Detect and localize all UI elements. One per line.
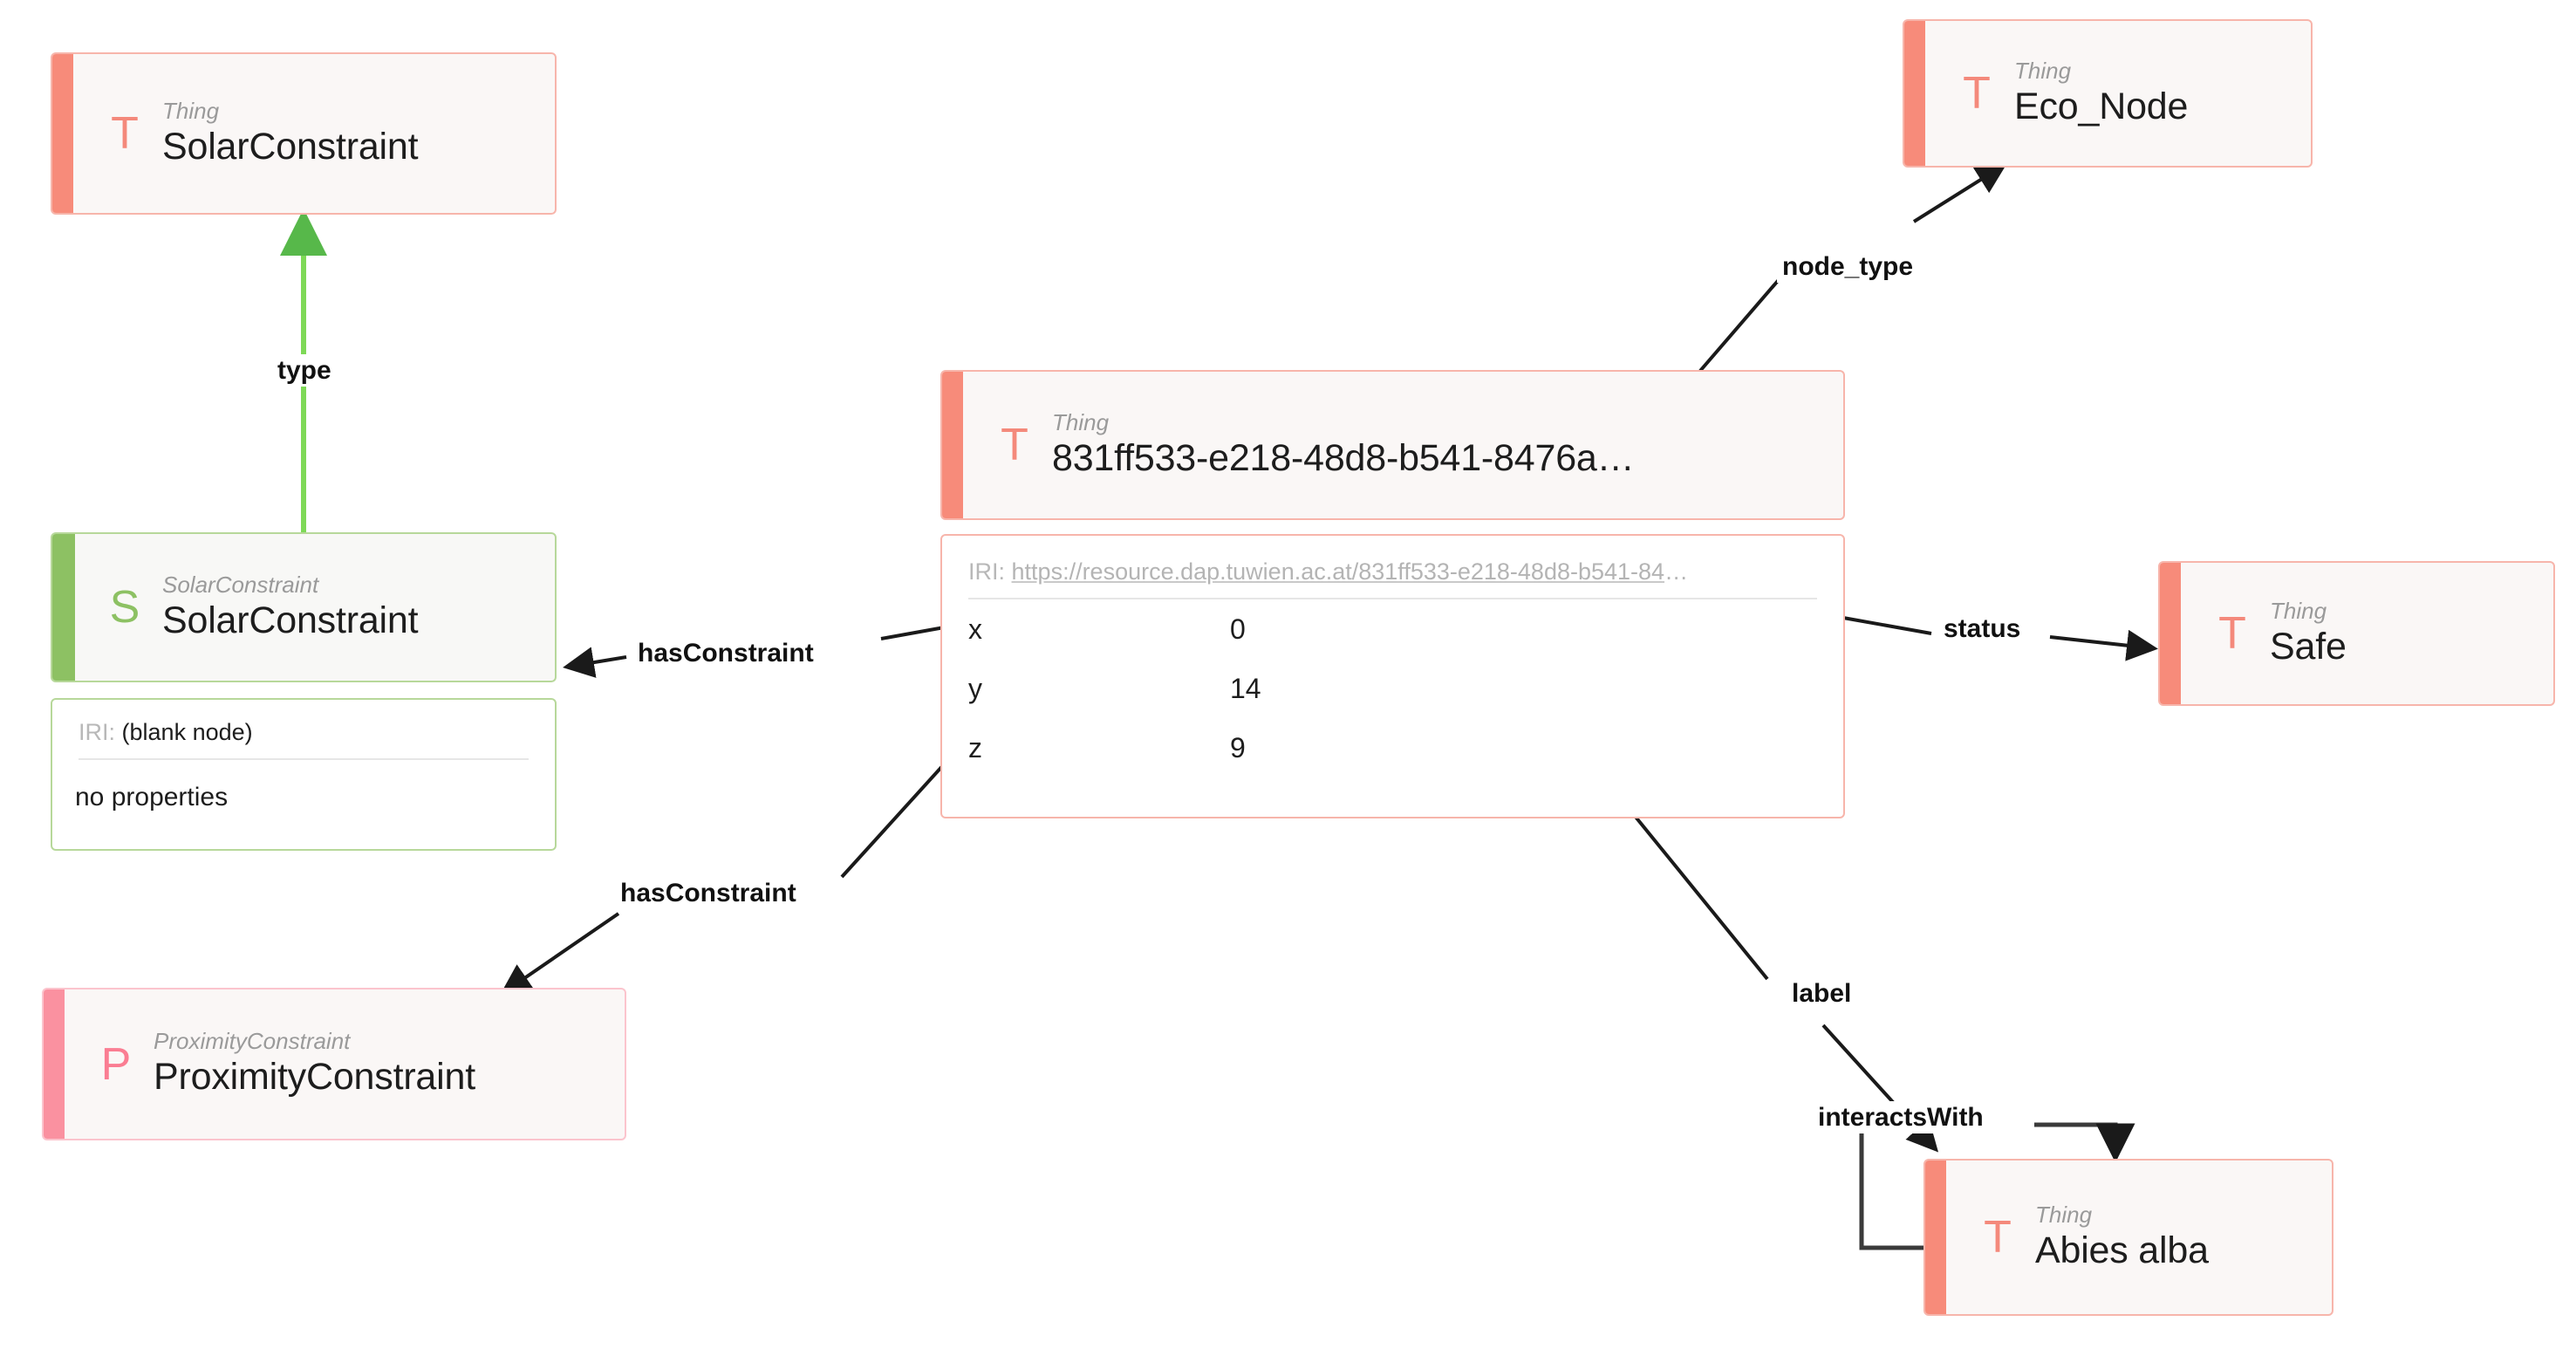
divider xyxy=(79,758,529,760)
node-abies-alba[interactable]: T Thing Abies alba xyxy=(1923,1159,2333,1316)
thing-badge-icon: T xyxy=(1984,1212,2012,1263)
node-header[interactable]: T Thing Eco_Node xyxy=(1903,19,2313,168)
edge-label-status[interactable]: status xyxy=(1938,613,2026,645)
iri-row: IRI: https://resource.dap.tuwien.ac.at/8… xyxy=(942,536,1843,585)
node-type-label: Thing xyxy=(2014,57,2072,84)
node-type-label: ProximityConstraint xyxy=(154,1028,351,1055)
table-row[interactable]: y 14 xyxy=(942,659,1843,718)
thing-badge-icon: T xyxy=(1001,420,1028,470)
node-accent-bar xyxy=(942,372,963,518)
node-accent-bar xyxy=(1904,21,1925,166)
property-value: 14 xyxy=(1230,673,1261,704)
node-header[interactable]: T Thing 831ff533-e218-48d8-b541-8476a… xyxy=(940,370,1845,520)
proximity-badge-icon: P xyxy=(100,1038,132,1090)
node-accent-bar xyxy=(2160,563,2181,704)
node-type-label: Thing xyxy=(1052,408,1110,435)
edge-label-interacts-with[interactable]: interactsWith xyxy=(1813,1101,1989,1133)
node-title: SolarConstraint xyxy=(162,599,419,641)
detail-box-solarconstraint[interactable]: IRI: (blank node) no properties xyxy=(51,698,557,851)
node-title: Safe xyxy=(2270,625,2347,668)
thing-badge-icon: T xyxy=(2218,608,2246,659)
properties-table: x 0 y 14 z 9 xyxy=(942,599,1843,777)
node-proximityconstraint-class[interactable]: P ProximityConstraint ProximityConstrain… xyxy=(42,988,626,1140)
thing-badge-icon: T xyxy=(1963,68,1991,119)
thing-badge-icon: T xyxy=(111,108,139,159)
edge-label-hasconstraint-proximity[interactable]: hasConstraint xyxy=(615,877,802,909)
node-solarconstraint-instance[interactable]: S SolarConstraint SolarConstraint xyxy=(51,532,557,682)
node-type-label: Thing xyxy=(162,97,220,124)
node-title: SolarConstraint xyxy=(162,125,419,168)
node-header[interactable]: T Thing Safe xyxy=(2158,561,2555,706)
node-main-resource[interactable]: T Thing 831ff533-e218-48d8-b541-8476a… xyxy=(940,370,1845,520)
iri-label: IRI: xyxy=(79,719,116,745)
table-row[interactable]: x 0 xyxy=(942,599,1843,659)
node-accent-bar xyxy=(1925,1161,1946,1314)
node-title: Eco_Node xyxy=(2014,85,2189,127)
node-type-label: Thing xyxy=(2270,597,2327,624)
node-type-label: Thing xyxy=(2035,1201,2093,1228)
node-safe[interactable]: T Thing Safe xyxy=(2158,561,2555,706)
edge-label-node-type[interactable]: node_type xyxy=(1777,250,1919,283)
iri-ellipsis: … xyxy=(1664,558,1691,585)
node-accent-bar xyxy=(52,54,73,213)
node-accent-bar xyxy=(44,989,65,1139)
node-title: 831ff533-e218-48d8-b541-8476a… xyxy=(1052,436,1635,479)
node-title: ProximityConstraint xyxy=(154,1056,475,1099)
node-accent-bar xyxy=(52,534,75,681)
node-title: Abies alba xyxy=(2035,1229,2209,1271)
edge-label-type[interactable]: type xyxy=(272,354,337,387)
iri-row: IRI: (blank node) xyxy=(52,700,555,746)
iri-label: IRI: xyxy=(968,558,1006,585)
no-properties-text: no properties xyxy=(75,783,229,811)
node-solarconstraint-class[interactable]: T Thing SolarConstraint xyxy=(51,52,557,215)
detail-box-main-resource[interactable]: IRI: https://resource.dap.tuwien.ac.at/8… xyxy=(940,534,1845,818)
edge-label-label[interactable]: label xyxy=(1787,977,1857,1010)
node-eco-node[interactable]: T Thing Eco_Node xyxy=(1903,19,2313,168)
property-key: z xyxy=(968,732,982,764)
node-header[interactable]: T Thing SolarConstraint xyxy=(51,52,557,215)
property-value: 0 xyxy=(1230,613,1246,645)
edge-label xyxy=(1633,814,1939,1153)
divider xyxy=(968,598,1817,599)
property-key: y xyxy=(968,673,982,704)
iri-link[interactable]: https://resource.dap.tuwien.ac.at/831ff5… xyxy=(1011,558,1665,585)
property-value: 9 xyxy=(1230,732,1246,764)
iri-value: (blank node) xyxy=(121,719,253,745)
node-header[interactable]: T Thing Abies alba xyxy=(1923,1159,2333,1316)
edge-label-hasconstraint-solar[interactable]: hasConstraint xyxy=(632,637,819,669)
property-key: x xyxy=(968,613,982,645)
subject-badge-icon: S xyxy=(109,582,140,633)
table-row[interactable]: z 9 xyxy=(942,718,1843,777)
node-header[interactable]: S SolarConstraint SolarConstraint xyxy=(51,532,557,682)
node-header[interactable]: P ProximityConstraint ProximityConstrain… xyxy=(42,988,626,1140)
node-type-label: SolarConstraint xyxy=(162,571,319,598)
